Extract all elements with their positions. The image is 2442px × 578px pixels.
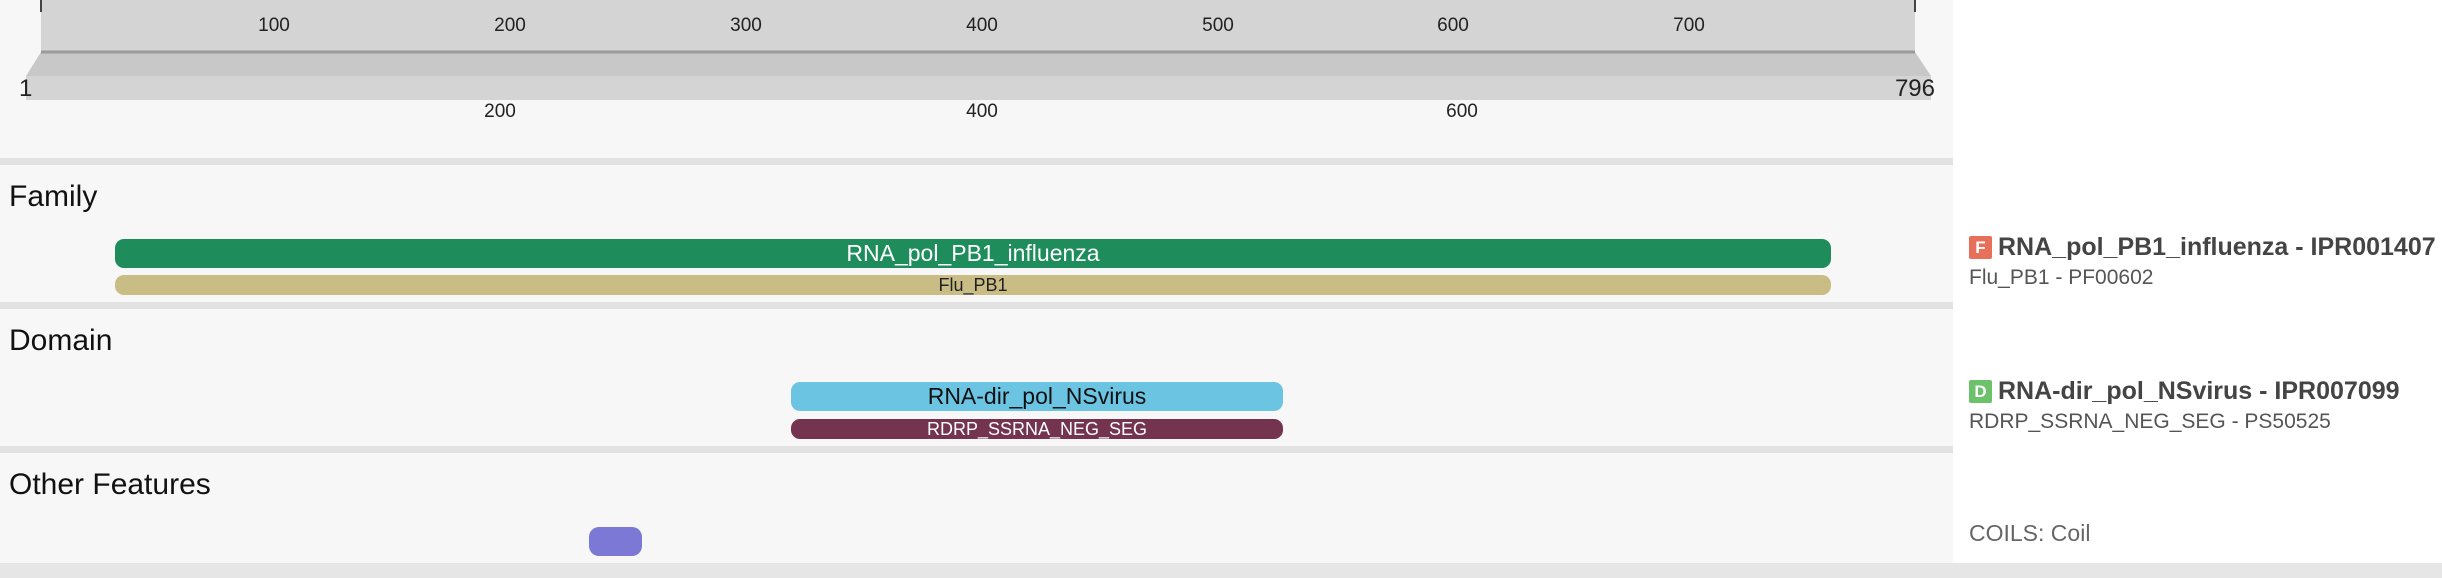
legend-family-title-link[interactable]: RNA_pol_PB1_influenza - IPR001407 [1998, 233, 2436, 261]
family-badge-icon: F [1969, 236, 1992, 259]
zoom-region[interactable] [41, 0, 1915, 52]
legend-domain: D RNA-dir_pol_NSvirus - IPR007099 RDRP_S… [1969, 377, 2400, 434]
section-divider [0, 446, 1953, 453]
top-tick-label: 700 [1673, 15, 1705, 36]
top-tick-label: 500 [1202, 15, 1234, 36]
family-bar-rna-pol-pb1-influenza[interactable]: RNA_pol_PB1_influenza [115, 239, 1831, 268]
domain-bar-rdrp-ssrna-neg-seg[interactable]: RDRP_SSRNA_NEG_SEG [791, 419, 1283, 439]
protein-feature-viewer: 100 200 300 400 500 600 700 1 796 200 40… [0, 0, 1953, 556]
bottom-tick-label: 200 [484, 101, 516, 122]
legend-domain-title-link[interactable]: RNA-dir_pol_NSvirus - IPR007099 [1998, 377, 2400, 405]
top-tick-label: 400 [966, 15, 998, 36]
ruler-end-label: 796 [1895, 75, 1935, 102]
family-bar-flu-pb1[interactable]: Flu_PB1 [115, 275, 1831, 295]
bottom-scroll-strip [0, 563, 2442, 578]
other-feature-coil-bar[interactable] [589, 527, 642, 556]
section-title-family: Family [9, 180, 98, 213]
legend-family-sub-link[interactable]: Flu_PB1 - PF00602 [1969, 266, 2154, 289]
bottom-tick-label: 400 [966, 101, 998, 122]
top-tick-label: 200 [494, 15, 526, 36]
domain-bar-rna-dir-pol-nsvirus[interactable]: RNA-dir_pol_NSvirus [791, 382, 1283, 411]
bottom-tick-label: 600 [1446, 101, 1478, 122]
ruler-start-label: 1 [19, 75, 32, 102]
top-tick-label: 600 [1437, 15, 1469, 36]
section-divider [0, 158, 1953, 165]
section-divider [0, 302, 1953, 309]
section-title-domain: Domain [9, 324, 113, 357]
top-tick-label: 300 [730, 15, 762, 36]
section-title-other-features: Other Features [9, 468, 211, 501]
legend-domain-sub-link[interactable]: RDRP_SSRNA_NEG_SEG - PS50525 [1969, 410, 2331, 433]
full-length-bar[interactable] [26, 76, 1931, 100]
legend-family: F RNA_pol_PB1_influenza - IPR001407 Flu_… [1969, 233, 2436, 290]
domain-badge-icon: D [1969, 380, 1992, 403]
top-tick-label: 100 [258, 15, 290, 36]
sequence-ruler: 100 200 300 400 500 600 700 1 796 200 40… [19, 0, 1935, 122]
legend-other-coils: COILS: Coil [1969, 520, 2091, 546]
